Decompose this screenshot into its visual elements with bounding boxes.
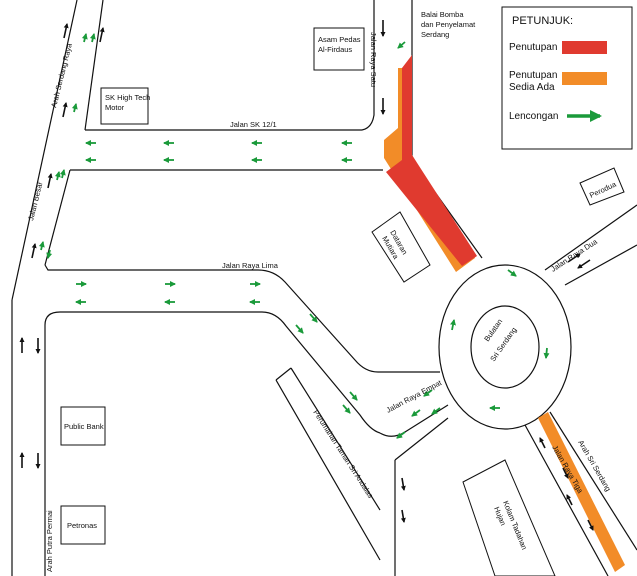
label-sk-high-tech-1: SK High Tech — [105, 93, 150, 102]
label-petronas: Petronas — [67, 521, 97, 530]
dataran-mutiara-building — [371, 211, 431, 283]
existing-closure-raya-tiga — [538, 412, 625, 572]
label-jalan-besar: Jalan Besar — [26, 180, 44, 221]
legend-closure-label: Penutupan — [509, 42, 557, 53]
label-arah-putra-permai: Arah Putra Permai — [45, 510, 54, 572]
kolam-tadahan-building — [462, 459, 556, 576]
buildings — [60, 27, 625, 576]
label-balai-bomba-3: Serdang — [421, 30, 449, 39]
asam-pedas-building — [313, 27, 365, 71]
label-asam-pedas-2: Al-Firdaus — [318, 45, 352, 54]
label-sk-high-tech-2: Motor — [105, 103, 125, 112]
label-public-bank: Public Bank — [64, 422, 104, 431]
perodua-building — [579, 167, 625, 206]
legend-detour-label: Lencongan — [509, 111, 559, 122]
legend-title: PETUNJUK: — [512, 15, 573, 27]
detour-arrows — [38, 33, 550, 439]
closures — [384, 55, 625, 572]
label-arah-serdang-raya: Arah Serdang Raya — [49, 42, 74, 109]
public-bank-building — [60, 406, 106, 446]
label-jalan-raya-lima: Jalan Raya Lima — [222, 261, 279, 270]
traffic-arrows — [19, 20, 594, 531]
label-jalan-raya-tiga: Jalan Raya Tiga — [550, 444, 585, 496]
label-balai-bomba-1: Balai Bomba — [421, 10, 464, 19]
label-jalan-sk: Jalan SK 12/1 — [230, 120, 277, 129]
petronas-building — [60, 505, 106, 545]
label-balai-bomba-2: dan Penyelamat — [421, 20, 476, 29]
label-jalan-raya-empat: Jalan Raya Empat — [385, 378, 444, 415]
legend-existing-closure-line-2: Sedia Ada — [509, 82, 555, 93]
label-jalan-raya-dua: Jalan Raya Dua — [549, 237, 599, 274]
label-asam-pedas-1: Asam Pedas — [318, 35, 361, 44]
legend-existing-closure-line-1: Penutupan — [509, 70, 557, 81]
sk-high-tech-building — [100, 87, 149, 125]
legend-existing-closure-swatch — [562, 72, 607, 85]
legend-closure-swatch — [562, 41, 607, 54]
closure-raya-satu — [386, 55, 477, 266]
label-jalan-raya-satu: Jalan Raya Satu — [369, 32, 378, 87]
